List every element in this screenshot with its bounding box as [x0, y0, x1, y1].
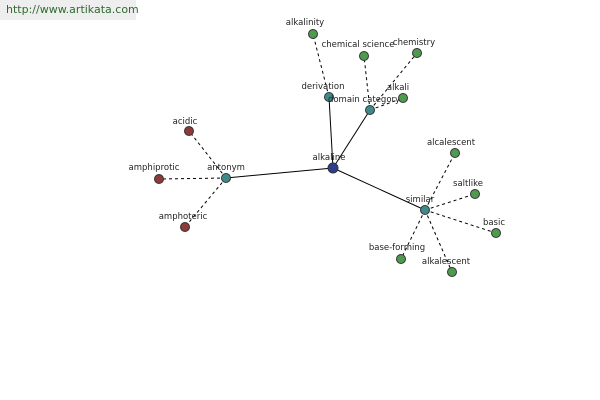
node-dot-antonym[interactable] [221, 173, 231, 183]
edge-antonym-acidic [188, 130, 227, 179]
node-chemistry[interactable]: chemistry [393, 38, 435, 58]
edge-similar-alcalescent [424, 152, 456, 211]
node-label-alkali[interactable]: alkali [387, 83, 409, 93]
node-dot-saltlike[interactable] [470, 189, 480, 199]
node-label-alkaline[interactable]: alkaline [313, 153, 346, 163]
nodes-layer: alkaline derivation domain category antonym… [129, 18, 505, 277]
node-alcalescent[interactable]: alcalescent [427, 138, 476, 158]
node-basic[interactable]: basic [483, 218, 505, 238]
node-amphiprotic[interactable]: amphiprotic [129, 163, 180, 184]
node-label-basic[interactable]: basic [483, 218, 505, 228]
node-alkalinity[interactable]: alkalinity [286, 18, 324, 39]
node-dot-alkalescent[interactable] [447, 267, 457, 277]
node-label-alkalescent[interactable]: alkalescent [422, 257, 471, 267]
node-dot-derivation[interactable] [324, 92, 334, 102]
node-label-acidic[interactable]: acidic [173, 117, 198, 127]
node-acidic[interactable]: acidic [173, 117, 198, 136]
node-label-antonym[interactable]: antonym [207, 163, 245, 173]
node-dot-chemical-science[interactable] [359, 51, 369, 61]
edge-alkaline-similar [332, 167, 426, 211]
edge-alkaline-antonym [225, 167, 334, 179]
node-derivation[interactable]: derivation [301, 82, 345, 102]
edges-layer [158, 33, 497, 273]
node-domain-category[interactable]: domain category [328, 95, 400, 115]
edge-similar-alkalescent [424, 209, 453, 273]
node-alkalescent[interactable]: alkalescent [422, 257, 471, 277]
node-dot-alkalinity[interactable] [308, 29, 318, 39]
node-label-domain-category[interactable]: domain category [328, 95, 400, 105]
edge-alkaline-domain-category [332, 109, 371, 169]
node-similar[interactable]: similar [406, 195, 435, 215]
edge-alkaline-derivation [328, 96, 334, 169]
node-alkali[interactable]: alkali [387, 83, 409, 103]
node-dot-chemistry[interactable] [412, 48, 422, 58]
artikata-link[interactable]: http://www.artikata.com [0, 0, 139, 20]
node-label-amphoteric[interactable]: amphoteric [159, 212, 208, 222]
node-label-chemical-science[interactable]: chemical science [322, 40, 395, 50]
node-label-saltlike[interactable]: saltlike [453, 179, 483, 189]
node-label-derivation[interactable]: derivation [301, 82, 344, 92]
node-label-amphiprotic[interactable]: amphiprotic [129, 163, 180, 173]
edge-domain-category-chemistry [369, 52, 418, 111]
node-label-alcalescent[interactable]: alcalescent [427, 138, 476, 148]
node-antonym[interactable]: antonym [207, 163, 245, 183]
edge-antonym-amphiprotic [158, 177, 227, 180]
node-label-similar[interactable]: similar [406, 195, 435, 205]
node-label-chemistry[interactable]: chemistry [393, 38, 435, 48]
node-dot-alkali[interactable] [398, 93, 408, 103]
node-chemical-science[interactable]: chemical science [322, 40, 395, 61]
edge-similar-basic [424, 209, 497, 234]
node-dot-alkaline[interactable] [327, 162, 339, 174]
node-dot-base-forming[interactable] [396, 254, 406, 264]
node-dot-amphoteric[interactable] [180, 222, 190, 232]
node-label-base-forming[interactable]: base-forming [369, 243, 425, 253]
node-base-forming[interactable]: base-forming [369, 243, 425, 264]
node-dot-acidic[interactable] [184, 126, 194, 136]
node-dot-basic[interactable] [491, 228, 501, 238]
node-dot-amphiprotic[interactable] [154, 174, 164, 184]
edge-similar-saltlike [424, 193, 476, 211]
node-label-alkalinity[interactable]: alkalinity [286, 18, 324, 28]
node-saltlike[interactable]: saltlike [453, 179, 483, 199]
node-amphoteric[interactable]: amphoteric [159, 212, 208, 232]
node-dot-domain-category[interactable] [365, 105, 375, 115]
edge-derivation-alkalinity [312, 33, 330, 98]
node-dot-alcalescent[interactable] [450, 148, 460, 158]
node-alkaline[interactable]: alkaline [313, 153, 346, 174]
node-dot-similar[interactable] [420, 205, 430, 215]
edge-antonym-amphoteric [184, 177, 227, 228]
